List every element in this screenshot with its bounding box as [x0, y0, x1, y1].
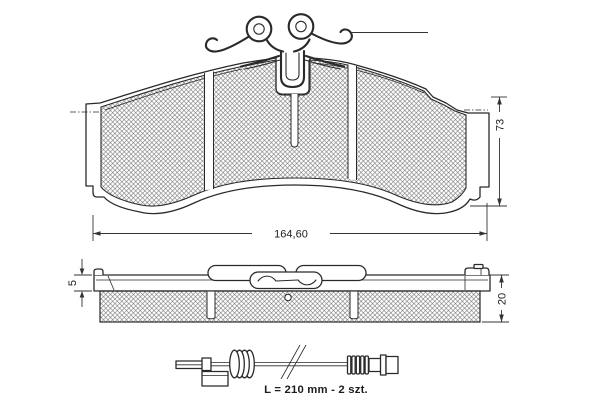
- retaining-spring: [204, 13, 428, 89]
- sensor-boot-ribs: [346, 355, 370, 375]
- side-seam-lines: [107, 268, 482, 291]
- wear-sensor-lead: L = 210 mm - 2 szt.: [175, 344, 399, 396]
- spring-left-arm: [204, 35, 251, 53]
- height-dim-value: 73: [494, 119, 506, 131]
- spring-left-coil: [245, 15, 273, 43]
- side-spring-clips: [207, 264, 367, 290]
- side-groove-left: [206, 291, 216, 320]
- spring-right-coil-eye: [295, 20, 307, 33]
- wire-break-symbol: [280, 344, 307, 380]
- brake-pad-front-view: [70, 57, 490, 215]
- sensor-coil: [229, 349, 255, 379]
- plate-edge-line: [104, 68, 243, 111]
- centre-slot: [290, 94, 299, 148]
- spring-wings-lower: [244, 59, 341, 70]
- spring-bridge: [265, 38, 311, 53]
- sensor-pin-collar: [201, 357, 212, 372]
- width-dim-value: 164,60: [274, 228, 308, 240]
- spring-tab-inner: [285, 52, 300, 81]
- sensor-clip-plate: [201, 370, 229, 387]
- friction-material: [100, 59, 467, 207]
- side-groove-right: [349, 291, 359, 320]
- friction-groove-left: [204, 71, 214, 191]
- sensor-wire: [211, 362, 347, 367]
- side-right-tab: [473, 263, 484, 270]
- backplate-dim-value: 5: [67, 280, 79, 286]
- sensor-hole: [284, 293, 292, 302]
- thickness-dim-value: 20: [496, 293, 508, 305]
- spring-left-coil-eye: [253, 23, 265, 35]
- brake-pad-side-view: [93, 263, 491, 323]
- spring-wings: [239, 54, 346, 68]
- sensor-connector: [368, 354, 399, 376]
- dimension-height-73: 73: [470, 96, 507, 207]
- dimension-width-164-60: 164,60: [92, 203, 488, 241]
- spring-tab: [279, 49, 306, 89]
- plate-edge-line: [312, 62, 425, 94]
- dimension-backplate-5: 5: [67, 259, 92, 307]
- side-left-lug: [93, 268, 104, 275]
- sensor-length-label: L = 210 mm - 2 szt.: [264, 384, 368, 396]
- spring-right-arm: [310, 28, 353, 45]
- spring-right-coil: [287, 13, 315, 40]
- friction-groove-right: [347, 64, 357, 180]
- dimension-thickness-20: 20: [482, 274, 509, 323]
